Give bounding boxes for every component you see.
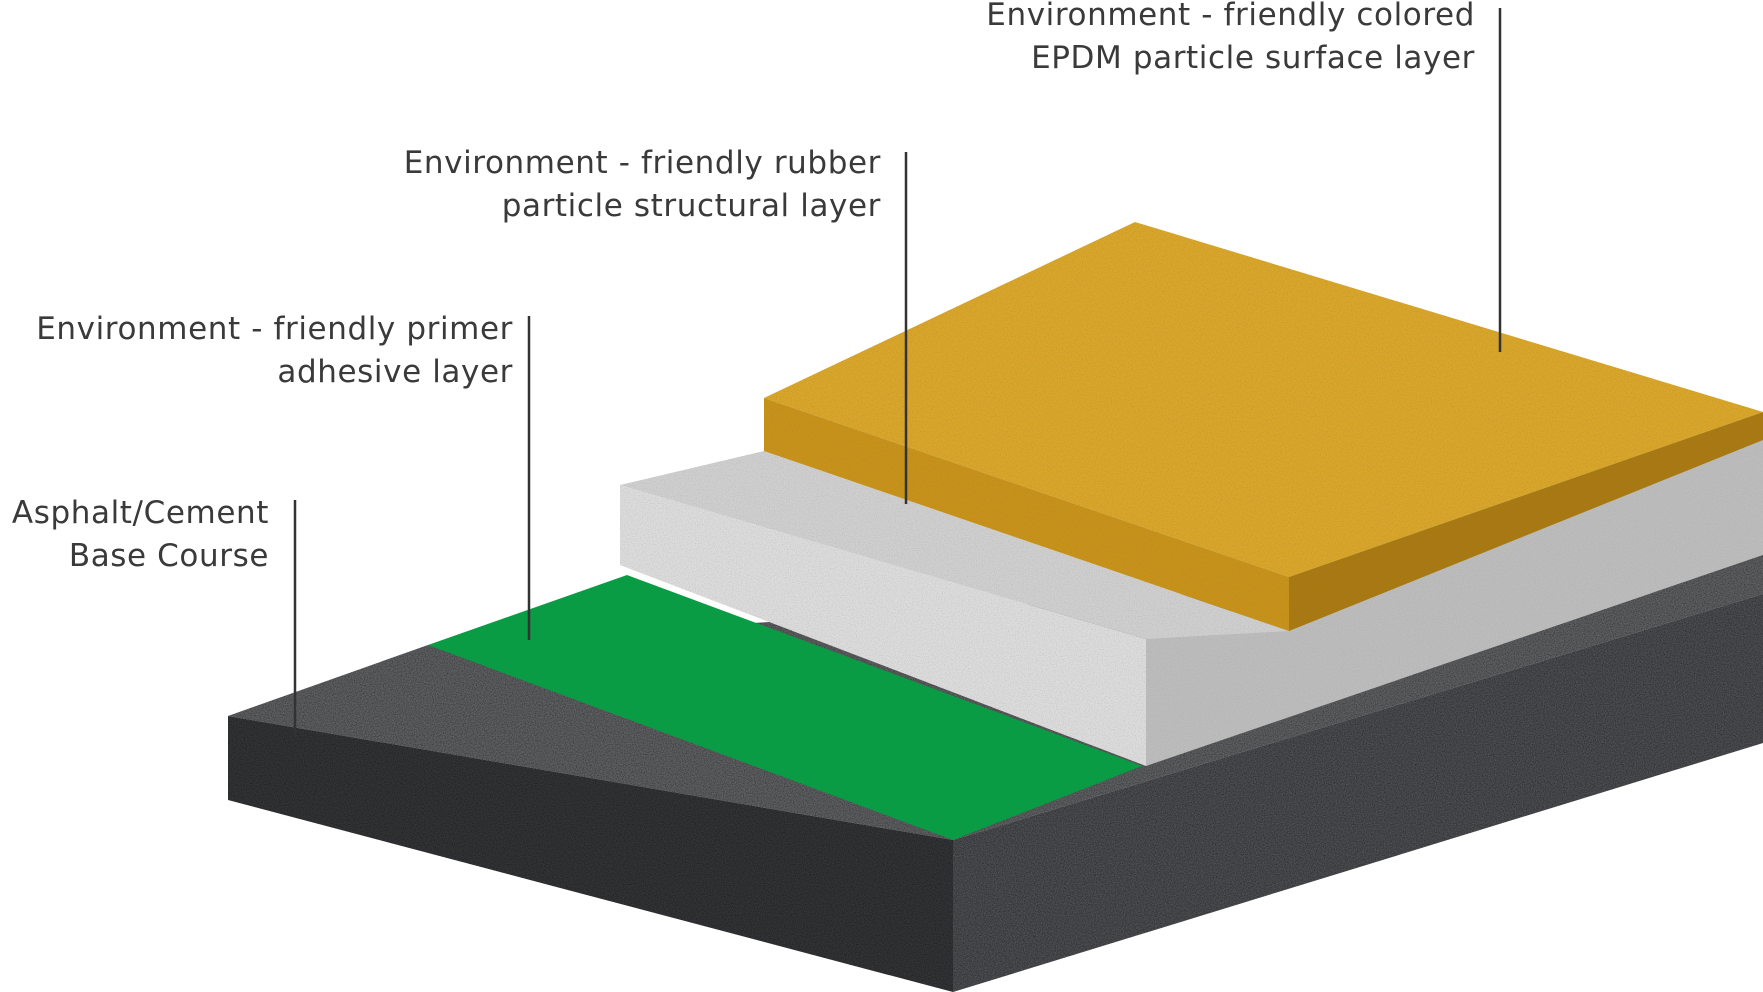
- structural-layer-label-line-2: particle structural layer: [501, 188, 881, 224]
- surface-layer: [764, 222, 1763, 631]
- structural-layer-label-line-1: Environment - friendly rubber: [403, 145, 881, 181]
- base-course-label: Asphalt/Cement Base Course: [12, 492, 269, 578]
- surface-layer-label-line-1: Environment - friendly colored: [986, 0, 1475, 33]
- primer-adhesive-layer: [428, 575, 1142, 840]
- surface-layer-label-line-2: EPDM particle surface layer: [1031, 40, 1475, 76]
- primer-layer-label-line-2: adhesive layer: [277, 354, 513, 390]
- primer-layer-label-line-1: Environment - friendly primer: [36, 311, 513, 347]
- base-course-label-line-2: Base Course: [68, 538, 269, 574]
- structural-layer: [620, 440, 1763, 766]
- base-course-label-line-1: Asphalt/Cement: [11, 495, 269, 531]
- structural-layer-label: Environment - friendly rubber particle s…: [404, 142, 881, 228]
- surface-layer-label: Environment - friendly colored EPDM part…: [986, 0, 1475, 80]
- primer-layer-label: Environment - friendly primer adhesive l…: [36, 308, 513, 394]
